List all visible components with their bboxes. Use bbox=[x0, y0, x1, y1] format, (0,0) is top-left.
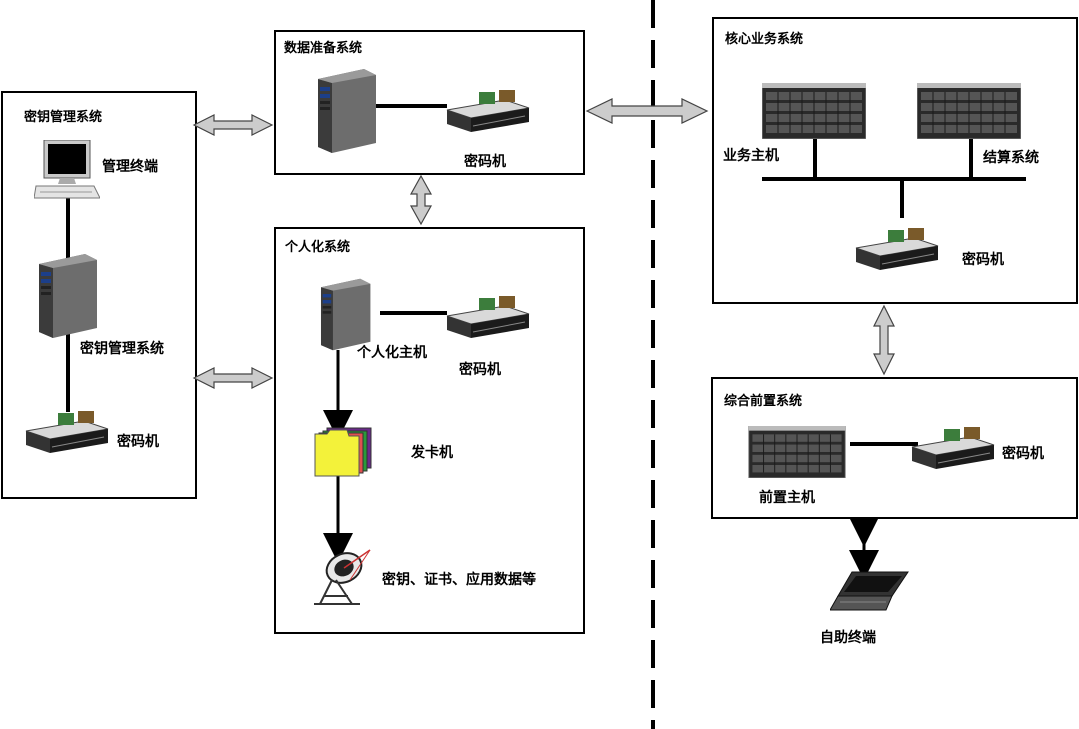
data-prep-title: 数据准备系统 bbox=[284, 41, 363, 56]
key-mgmt-server-label: 密钥管理系统 bbox=[80, 341, 164, 357]
monitor-icon bbox=[34, 140, 100, 199]
crypto-machine-icon bbox=[446, 296, 530, 338]
satellite-dish-icon bbox=[314, 549, 371, 605]
crypto-machine-icon bbox=[25, 411, 109, 453]
key-mgmt-terminal-label: 管理终端 bbox=[102, 159, 158, 175]
core-business-host-label: 业务主机 bbox=[723, 148, 779, 164]
front-crypto-label: 密码机 bbox=[1002, 446, 1044, 462]
rack-server-icon bbox=[762, 83, 866, 139]
server-tower-icon bbox=[318, 69, 376, 153]
arrow-keymgmt-dataprep bbox=[192, 114, 274, 136]
crypto-machine-icon bbox=[446, 90, 530, 132]
arrow-dataprep-core bbox=[585, 98, 709, 124]
personalization-title: 个人化系统 bbox=[285, 240, 351, 255]
crypto-machine-icon bbox=[911, 427, 995, 469]
arrow-dataprep-pers bbox=[409, 174, 433, 226]
core-title: 核心业务系统 bbox=[725, 32, 804, 47]
pers-host-label: 个人化主机 bbox=[357, 345, 427, 361]
rack-server-icon bbox=[748, 426, 846, 478]
front-title: 综合前置系统 bbox=[724, 394, 803, 409]
arrow-keymgmt-pers bbox=[192, 367, 274, 389]
core-crypto-label: 密码机 bbox=[962, 252, 1004, 268]
laptop-icon bbox=[830, 571, 909, 611]
server-tower-icon bbox=[320, 278, 371, 351]
key-mgmt-crypto-label: 密码机 bbox=[117, 434, 159, 450]
arrow-core-front bbox=[873, 304, 895, 376]
pers-crypto-label: 密码机 bbox=[459, 362, 501, 378]
crypto-machine-icon bbox=[855, 228, 939, 270]
pers-output-label: 密钥、证书、应用数据等 bbox=[382, 572, 536, 588]
data-prep-crypto-label: 密码机 bbox=[464, 154, 506, 170]
server-tower-icon bbox=[39, 254, 97, 338]
key-mgmt-title: 密钥管理系统 bbox=[24, 110, 103, 125]
front-host-label: 前置主机 bbox=[759, 490, 815, 506]
rack-server-icon bbox=[917, 83, 1021, 139]
self-service-label: 自助终端 bbox=[820, 630, 876, 646]
card-issuer-label: 发卡机 bbox=[411, 445, 453, 461]
core-settlement-label: 结算系统 bbox=[983, 150, 1039, 166]
card-issuer-icon bbox=[314, 427, 372, 477]
